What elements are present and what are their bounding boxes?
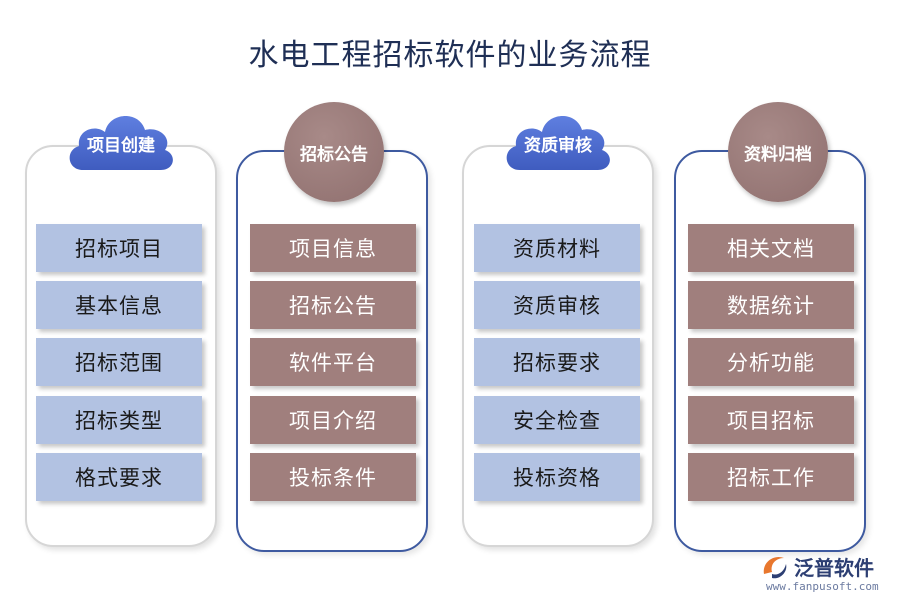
column-header: 资料归档 (744, 144, 812, 165)
cloud-icon (69, 115, 173, 170)
logo-url: www.fanpusoft.com (766, 580, 879, 593)
diagram-title: 水电工程招标软件的业务流程 (248, 38, 652, 73)
list-item: 项目招标 (688, 396, 854, 444)
list-item: 投标条件 (250, 453, 416, 501)
list-item: 项目信息 (250, 224, 416, 272)
list-item: 招标项目 (36, 224, 202, 272)
list-item: 招标要求 (474, 338, 640, 386)
list-item: 项目介绍 (250, 396, 416, 444)
list-item: 招标类型 (36, 396, 202, 444)
column-tender-announcement: 招标公告 项目信息 招标公告 软件平台 项目介绍 投标条件 (236, 0, 436, 600)
list-item: 资质审核 (474, 281, 640, 329)
column-qualification-review: 资质审核 资质材料 资质审核 招标要求 安全检查 投标资格 (462, 0, 662, 600)
list-item: 投标资格 (474, 453, 640, 501)
circle-badge: 资料归档 (728, 102, 828, 202)
cloud-badge: 资质审核 (498, 100, 618, 182)
logo-name: 泛普软件 (794, 556, 874, 580)
logo-icon (763, 556, 787, 579)
column-header: 项目创建 (87, 135, 155, 156)
column-header: 资质审核 (524, 135, 592, 156)
cloud-icon (506, 115, 610, 170)
list-item: 软件平台 (250, 338, 416, 386)
list-item: 数据统计 (688, 281, 854, 329)
column-project-creation: 项目创建 招标项目 基本信息 招标范围 招标类型 格式要求 (25, 0, 225, 600)
list-item: 格式要求 (36, 453, 202, 501)
list-item: 相关文档 (688, 224, 854, 272)
circle-badge: 招标公告 (284, 102, 384, 202)
list-item: 安全检查 (474, 396, 640, 444)
list-item: 基本信息 (36, 281, 202, 329)
list-item: 资质材料 (474, 224, 640, 272)
column-header: 招标公告 (300, 144, 368, 165)
list-item: 招标工作 (688, 453, 854, 501)
cloud-badge: 项目创建 (61, 100, 181, 182)
list-item: 分析功能 (688, 338, 854, 386)
column-document-archiving: 资料归档 相关文档 数据统计 分析功能 项目招标 招标工作 (674, 0, 874, 600)
list-item: 招标范围 (36, 338, 202, 386)
brand-logo: 泛普软件 www.fanpusoft.com (760, 548, 890, 596)
list-item: 招标公告 (250, 281, 416, 329)
